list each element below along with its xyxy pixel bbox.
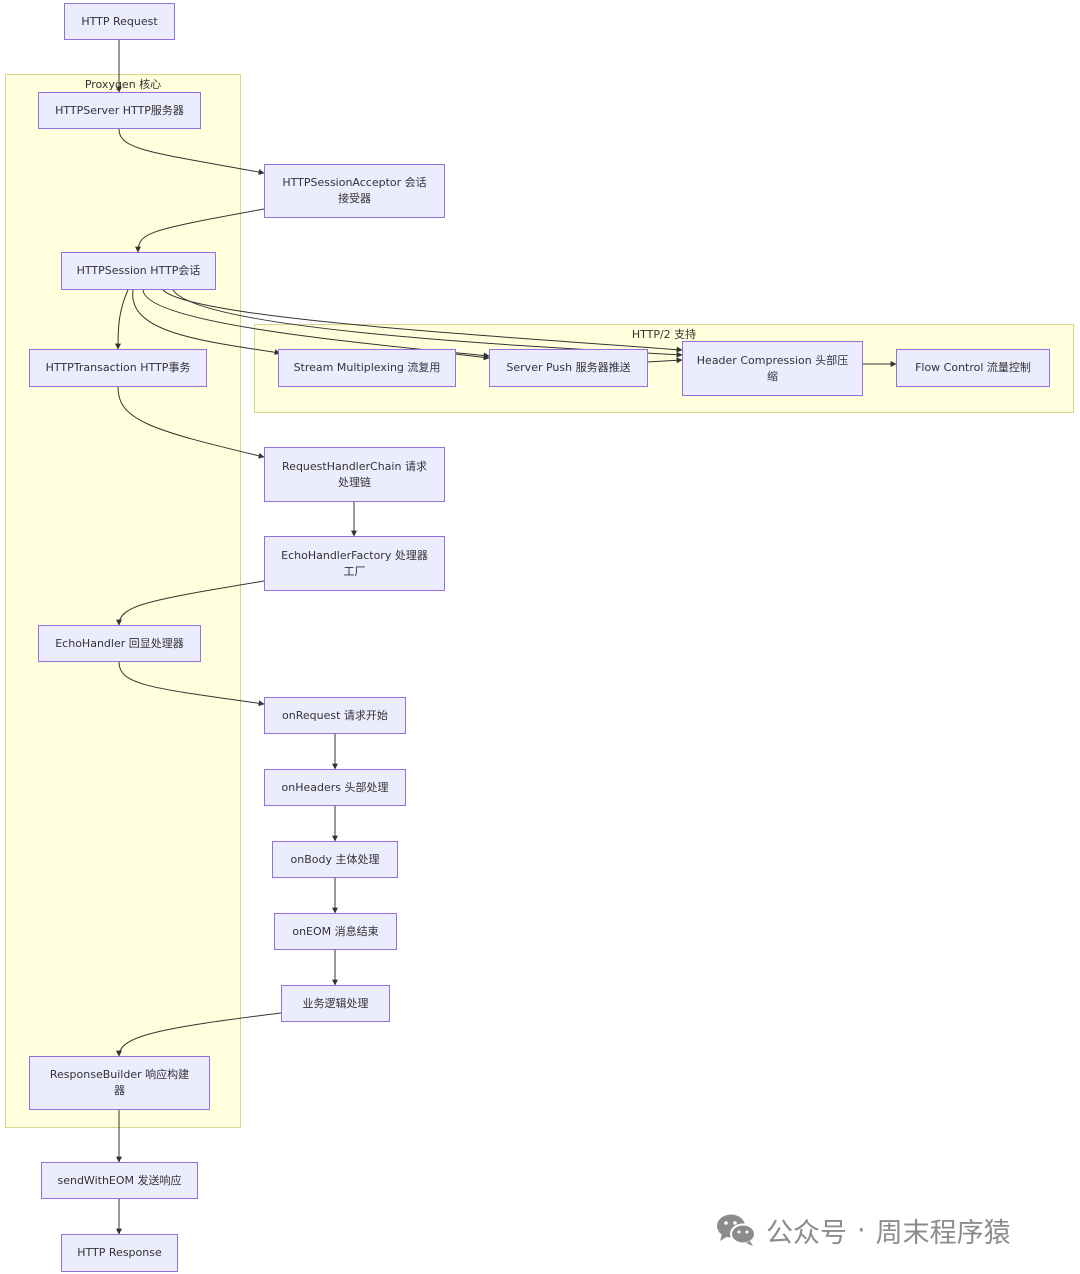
node-http-session-label: HTTPSession HTTP会话	[76, 264, 201, 277]
watermark-separator: ·	[857, 1214, 866, 1246]
node-echo-handler-factory-label-2: 工厂	[343, 564, 366, 578]
node-send-with-eom-label: sendWithEOM 发送响应	[57, 1173, 182, 1187]
node-request-handler-chain-label-2: 处理链	[338, 475, 371, 489]
node-on-headers: onHeaders 头部处理	[264, 769, 406, 806]
node-response-builder: ResponseBuilder 响应构建 器	[29, 1056, 210, 1110]
node-flow-control: Flow Control 流量控制	[896, 349, 1050, 387]
node-http-response: HTTP Response	[61, 1234, 178, 1272]
node-request-handler-chain-label-1: RequestHandlerChain 请求	[282, 459, 427, 473]
node-flow-control-label: Flow Control 流量控制	[915, 361, 1031, 374]
node-http-transaction-label: HTTPTransaction HTTP事务	[45, 361, 191, 374]
node-server-push-label: Server Push 服务器推送	[506, 361, 631, 374]
node-header-compression-label-1: Header Compression 头部压	[696, 353, 849, 367]
node-send-with-eom: sendWithEOM 发送响应	[41, 1162, 198, 1199]
node-on-eom-label: onEOM 消息结束	[292, 924, 379, 938]
node-http-server-label: HTTPServer HTTP服务器	[55, 103, 184, 117]
wechat-icon	[716, 1213, 756, 1247]
node-on-headers-label: onHeaders 头部处理	[281, 780, 389, 794]
node-echo-handler: EchoHandler 回显处理器	[38, 625, 201, 662]
watermark-text-1: 公众号	[766, 1217, 847, 1249]
node-http-response-label: HTTP Response	[77, 1246, 162, 1259]
node-http-session: HTTPSession HTTP会话	[61, 252, 216, 290]
node-echo-handler-label: EchoHandler 回显处理器	[55, 636, 184, 650]
node-on-request: onRequest 请求开始	[264, 697, 406, 734]
cluster-http2-support-label: HTTP/2 支持	[631, 328, 697, 341]
node-on-eom: onEOM 消息结束	[274, 913, 397, 950]
node-http-server: HTTPServer HTTP服务器	[38, 92, 201, 129]
node-session-acceptor-label-2: 接受器	[338, 192, 371, 205]
node-on-request-label: onRequest 请求开始	[282, 708, 388, 722]
node-business-logic: 业务逻辑处理	[281, 985, 390, 1022]
node-header-compression: Header Compression 头部压 缩	[682, 341, 863, 396]
node-http-transaction: HTTPTransaction HTTP事务	[29, 349, 207, 387]
node-http-request-label: HTTP Request	[81, 14, 158, 28]
watermark-text-2: 周末程序猿	[875, 1217, 1011, 1249]
node-header-compression-label-2: 缩	[767, 369, 778, 383]
cluster-proxygen-core	[5, 74, 241, 1128]
node-on-body-label: onBody 主体处理	[290, 852, 380, 866]
node-stream-multiplexing-label: Stream Multiplexing 流复用	[293, 361, 441, 374]
watermark: 公众号 · 周末程序猿	[716, 1212, 1011, 1249]
node-business-logic-label: 业务逻辑处理	[302, 996, 369, 1010]
node-session-acceptor-label-1: HTTPSessionAcceptor 会话	[282, 176, 427, 189]
node-response-builder-label-2: 器	[114, 1084, 125, 1097]
node-response-builder-label-1: ResponseBuilder 响应构建	[49, 1068, 190, 1081]
node-on-body: onBody 主体处理	[272, 841, 398, 878]
cluster-proxygen-core-label: Proxygen 核心	[84, 78, 162, 91]
node-stream-multiplexing: Stream Multiplexing 流复用	[278, 349, 456, 387]
node-request-handler-chain: RequestHandlerChain 请求 处理链	[264, 447, 445, 502]
node-echo-handler-factory: EchoHandlerFactory 处理器 工厂	[264, 536, 445, 591]
node-session-acceptor: HTTPSessionAcceptor 会话 接受器	[264, 164, 445, 218]
node-http-request: HTTP Request	[64, 3, 175, 40]
node-echo-handler-factory-label-1: EchoHandlerFactory 处理器	[281, 548, 428, 562]
node-server-push: Server Push 服务器推送	[489, 349, 648, 387]
